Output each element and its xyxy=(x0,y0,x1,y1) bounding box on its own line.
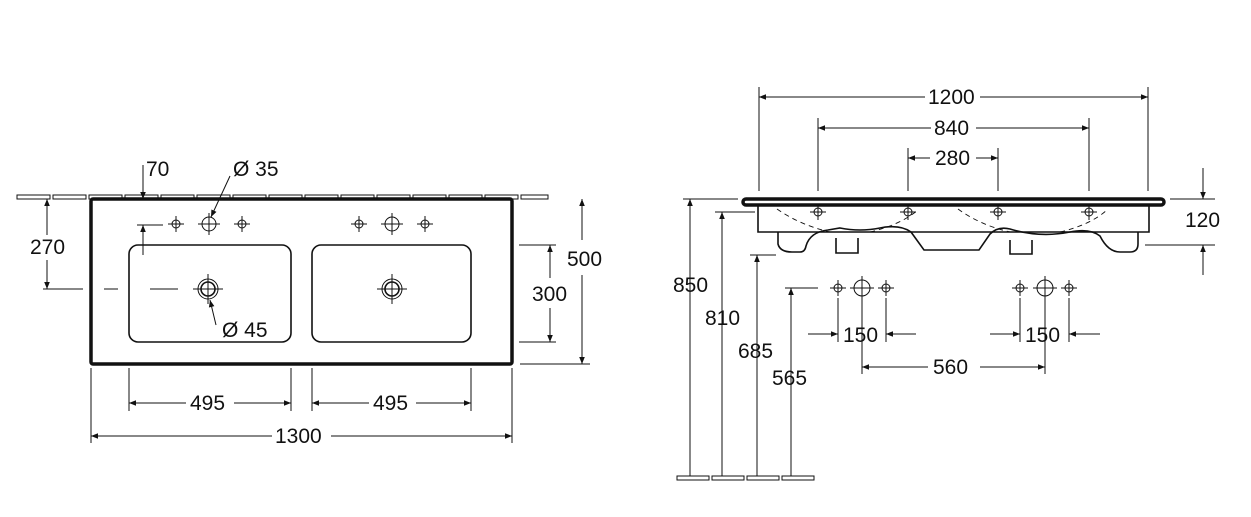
valve-hole-icon xyxy=(830,280,846,296)
countertop-edge xyxy=(741,197,1166,207)
tap-holes xyxy=(168,213,433,235)
valve-hole-icon xyxy=(900,204,916,220)
dim-trap-height: 565 xyxy=(772,367,807,390)
floor-segment xyxy=(746,475,780,481)
dim-valve-centers: 560 xyxy=(933,356,968,379)
valve-hole-icon xyxy=(878,280,894,296)
dim-bowl-bottom-height: 685 xyxy=(738,340,773,363)
countertop-outline xyxy=(89,197,514,366)
dim-height: 120 xyxy=(1185,209,1220,232)
valve-hole-icon xyxy=(1012,280,1028,296)
dim-tap-spacing: 840 xyxy=(934,117,969,140)
floor-segment xyxy=(781,475,815,481)
floor-line xyxy=(676,475,815,481)
top-view: 70 Ø 35 Ø 45 270 500 300 495 495 1300 xyxy=(16,158,602,448)
dim-basin-width-left: 495 xyxy=(190,392,225,415)
drain-right-icon xyxy=(377,274,407,304)
basin-right xyxy=(311,244,472,343)
tap-markers-side xyxy=(810,204,1097,300)
valve-hole-icon xyxy=(1061,280,1077,296)
dim-top-height: 850 xyxy=(673,274,708,297)
dim-underside-height: 810 xyxy=(705,307,740,330)
basin-left xyxy=(128,244,292,343)
dim-basin-depth: 300 xyxy=(532,283,567,306)
dim-drain-hole: Ø 45 xyxy=(222,319,268,342)
floor-segment xyxy=(711,475,745,481)
dim-tap-offset: 70 xyxy=(146,158,169,181)
floor-segment xyxy=(16,194,51,200)
side-view: 1200 840 280 120 850 810 685 565 150 150… xyxy=(673,86,1220,481)
tap-hole-icon xyxy=(198,213,220,235)
tap-hole-icon xyxy=(381,213,403,235)
floor-segment xyxy=(520,194,549,200)
dim-valve-spacing-left: 150 xyxy=(843,324,878,347)
valve-hole-icon xyxy=(810,204,826,220)
tap-hole-icon xyxy=(1033,276,1057,300)
valve-hole-icon xyxy=(351,216,367,232)
dim-total-depth: 500 xyxy=(567,248,602,271)
floor-segment xyxy=(52,194,87,200)
basin-body xyxy=(757,206,1150,233)
dim-valve-spacing-right: 150 xyxy=(1025,324,1060,347)
valve-hole-icon xyxy=(168,216,184,232)
dim-overall: 1200 xyxy=(928,86,975,109)
basin-underside xyxy=(777,225,1139,253)
valve-hole-icon xyxy=(417,216,433,232)
dim-center-gap: 280 xyxy=(935,147,970,170)
valve-hole-icon xyxy=(990,204,1006,220)
tap-hole-icon xyxy=(850,276,874,300)
dim-basin-width-right: 495 xyxy=(373,392,408,415)
dim-drain-depth: 270 xyxy=(30,236,65,259)
drain-left-icon xyxy=(193,274,223,304)
valve-hole-icon xyxy=(234,216,250,232)
valve-hole-icon xyxy=(1081,204,1097,220)
floor-segment xyxy=(676,475,710,481)
dim-total-width: 1300 xyxy=(275,425,322,448)
dim-tap-hole: Ø 35 xyxy=(233,158,279,181)
